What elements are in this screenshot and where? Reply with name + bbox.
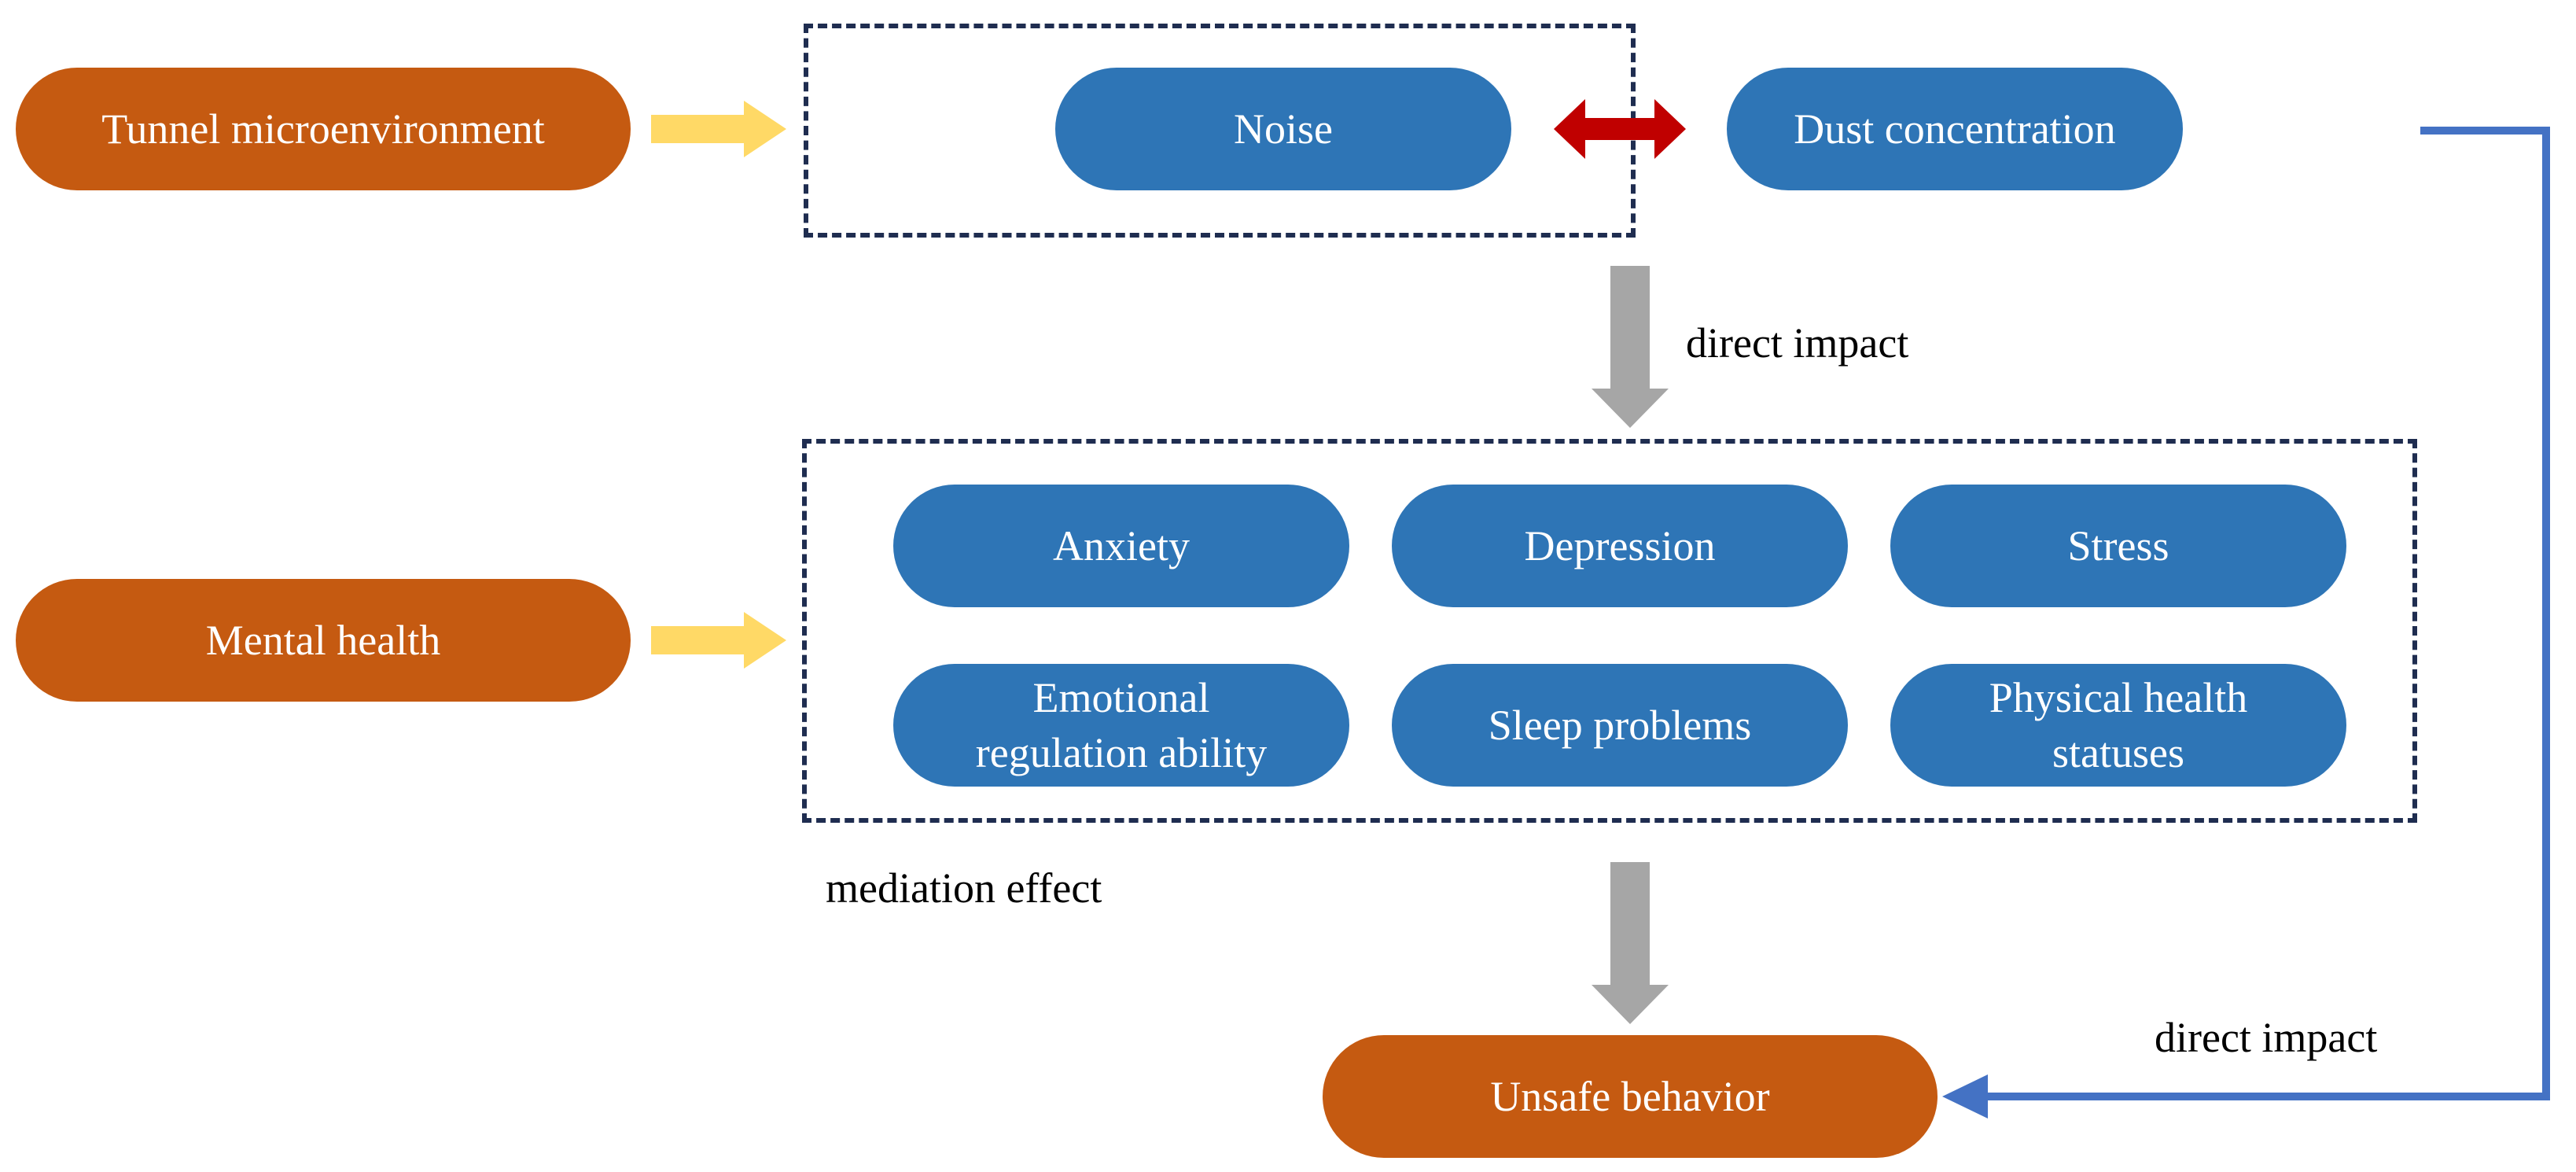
physical-health-label-line1: Physical health	[1989, 673, 2248, 721]
sleep-problems-label: Sleep problems	[1488, 701, 1752, 749]
unsafe-behavior-label: Unsafe behavior	[1490, 1072, 1770, 1120]
tunnel-microenvironment-node: Tunnel microenvironment	[16, 68, 631, 190]
stress-label: Stress	[2067, 522, 2169, 569]
mediation-down-arrow	[1592, 862, 1669, 1024]
noise-label: Noise	[1234, 105, 1333, 153]
noise-node: Noise	[1055, 68, 1511, 190]
anxiety-label: Anxiety	[1053, 522, 1190, 569]
emotional-regulation-label-line2: regulation ability	[975, 729, 1268, 776]
dust-concentration-node: Dust concentration	[1727, 68, 2183, 190]
unsafe-behavior-node: Unsafe behavior	[1323, 1035, 1938, 1158]
mental-category-arrow	[651, 612, 786, 669]
tunnel-category-arrow	[651, 101, 786, 157]
anxiety-node: Anxiety	[893, 485, 1349, 607]
tunnel-microenvironment-label: Tunnel microenvironment	[101, 105, 545, 153]
direct-impact-label-bottom: direct impact	[2155, 1014, 2378, 1061]
direct-impact-feedback-arrowhead	[1942, 1074, 1988, 1119]
depression-label: Depression	[1524, 522, 1716, 569]
direct-impact-feedback-line	[1985, 127, 2550, 1100]
direct-impact-down-arrow	[1592, 266, 1669, 428]
depression-node: Depression	[1392, 485, 1848, 607]
stress-node: Stress	[1890, 485, 2346, 607]
mental-factors-frame	[802, 439, 2417, 823]
sleep-problems-node: Sleep problems	[1392, 664, 1848, 787]
emotional-regulation-label-line1: Emotional	[1032, 673, 1210, 721]
mediation-effect-label: mediation effect	[826, 864, 1102, 912]
direct-impact-label-top: direct impact	[1686, 319, 1909, 367]
mental-health-node: Mental health	[16, 579, 631, 702]
mental-health-label: Mental health	[205, 616, 441, 664]
noise-dust-interaction-arrow	[1554, 99, 1686, 159]
emotional-regulation-node: Emotional regulation ability	[893, 664, 1349, 787]
physical-health-node: Physical health statuses	[1890, 664, 2346, 787]
dust-concentration-label: Dust concentration	[1794, 105, 2116, 153]
physical-health-label-line2: statuses	[2052, 729, 2184, 776]
